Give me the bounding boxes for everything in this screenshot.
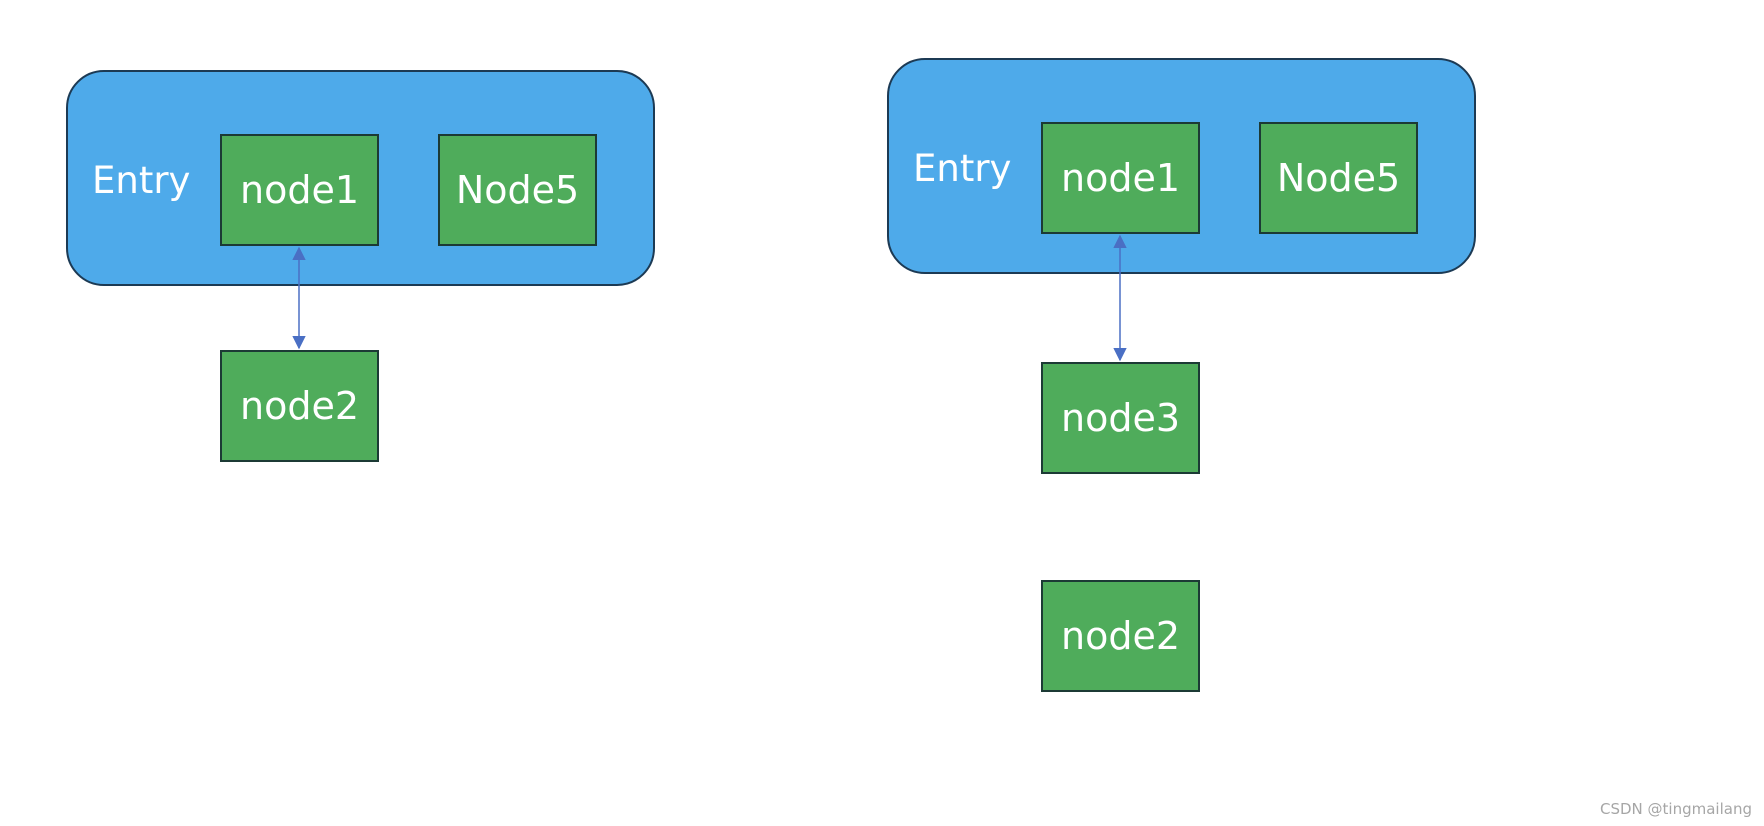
left-node2: node2 [220,350,379,462]
left-node1: node1 [220,134,379,246]
left-node2-label: node2 [239,384,359,428]
left-node1-label: node1 [239,168,359,212]
right-node3-label: node3 [1060,396,1180,440]
right-entry-label: Entry [913,147,1012,190]
left-node5-label: Node5 [455,168,580,212]
right-node5-label: Node5 [1276,156,1401,200]
left-entry-label: Entry [92,159,191,202]
right-node1: node1 [1041,122,1200,234]
right-node1-label: node1 [1060,156,1180,200]
right-node3: node3 [1041,362,1200,474]
watermark: CSDN @tingmailang [1600,800,1752,818]
right-node2: node2 [1041,580,1200,692]
right-node2-label: node2 [1060,614,1180,658]
right-node5: Node5 [1259,122,1418,234]
left-node5: Node5 [438,134,597,246]
